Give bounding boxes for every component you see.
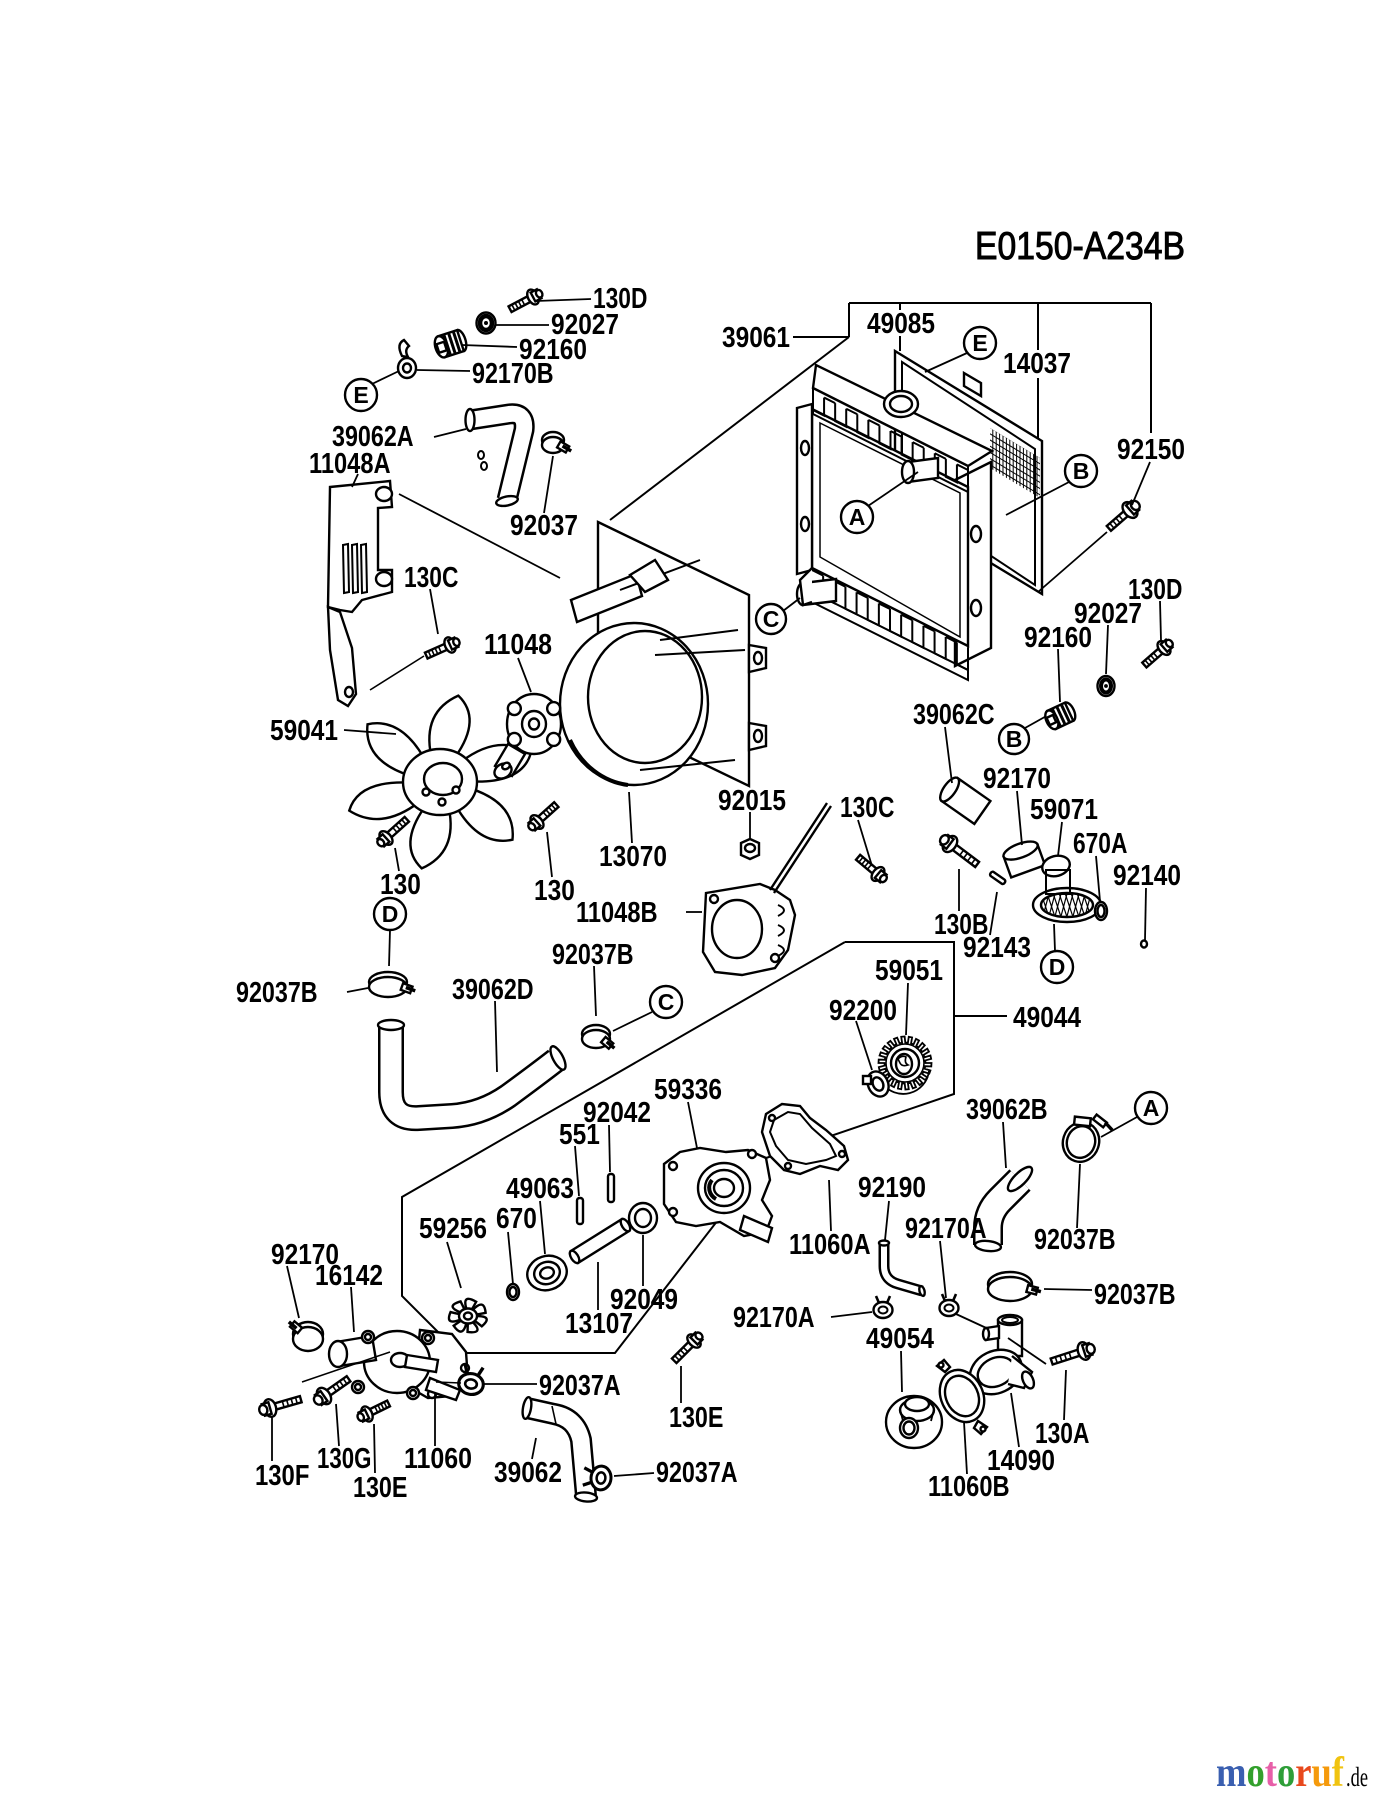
svg-text:130D: 130D [593,283,647,315]
svg-text:130E: 130E [669,1402,723,1434]
svg-text:130: 130 [380,869,421,901]
svg-text:39062: 39062 [494,1457,562,1489]
svg-text:92160: 92160 [519,334,587,366]
svg-text:B: B [1073,458,1090,484]
svg-text:92190: 92190 [858,1172,926,1204]
svg-text:13070: 13070 [599,841,667,873]
svg-text:92170A: 92170A [905,1213,987,1245]
svg-text:92037: 92037 [510,510,578,542]
svg-text:D: D [382,901,399,927]
svg-text:59051: 59051 [875,955,943,987]
svg-text:14090: 14090 [987,1445,1055,1477]
svg-text:92170: 92170 [983,763,1051,795]
svg-text:39062D: 39062D [452,974,534,1006]
svg-text:670A: 670A [1073,828,1127,860]
svg-text:130C: 130C [404,562,458,594]
svg-text:11060: 11060 [404,1443,472,1475]
svg-text:130G: 130G [317,1443,371,1475]
svg-text:130C: 130C [840,792,894,824]
svg-text:92143: 92143 [963,932,1031,964]
svg-text:59071: 59071 [1030,794,1098,826]
svg-text:92037A: 92037A [656,1457,738,1489]
svg-text:39061: 39061 [722,322,790,354]
svg-text:E: E [353,382,368,408]
svg-text:16142: 16142 [315,1260,383,1292]
svg-text:92150: 92150 [1117,434,1185,466]
svg-text:92015: 92015 [718,785,786,817]
svg-text:130D: 130D [1128,574,1182,606]
svg-text:11048: 11048 [484,629,552,661]
svg-text:.de: .de [1346,1762,1368,1792]
svg-text:49054: 49054 [866,1323,934,1355]
svg-text:92170B: 92170B [472,358,554,390]
svg-text:E: E [972,330,987,356]
svg-text:A: A [849,504,866,530]
svg-text:A: A [1143,1095,1160,1121]
svg-text:92027: 92027 [1074,598,1142,630]
svg-text:motoruf: motoruf [1216,1750,1345,1796]
svg-text:11060A: 11060A [789,1229,871,1261]
svg-text:59256: 59256 [419,1213,487,1245]
svg-text:11060B: 11060B [928,1471,1010,1503]
svg-text:49044: 49044 [1013,1002,1081,1034]
svg-text:39062B: 39062B [966,1094,1048,1126]
svg-text:92042: 92042 [583,1097,651,1129]
svg-text:130B: 130B [934,909,988,941]
svg-text:49063: 49063 [506,1173,574,1205]
svg-text:39062C: 39062C [913,699,995,731]
svg-text:92049: 92049 [610,1284,678,1316]
svg-text:92200: 92200 [829,995,897,1027]
svg-text:130F: 130F [255,1460,309,1492]
svg-text:C: C [763,606,780,632]
svg-text:92037B: 92037B [552,939,634,971]
svg-text:92027: 92027 [551,309,619,341]
svg-text:92170: 92170 [271,1239,339,1271]
svg-text:49085: 49085 [867,308,935,340]
svg-text:59041: 59041 [270,715,338,747]
svg-text:130E: 130E [353,1472,407,1504]
svg-text:130A: 130A [1035,1418,1089,1450]
svg-text:13107: 13107 [565,1308,633,1340]
svg-text:B: B [1006,726,1023,752]
svg-text:11048B: 11048B [576,897,658,929]
svg-text:11048A: 11048A [309,448,391,480]
svg-text:670: 670 [496,1203,537,1235]
svg-text:D: D [1049,954,1066,980]
svg-text:92170A: 92170A [733,1302,815,1334]
svg-text:92037B: 92037B [1094,1279,1176,1311]
svg-text:C: C [658,989,675,1015]
svg-text:E0150-A234B: E0150-A234B [975,225,1185,268]
svg-text:39062A: 39062A [332,421,414,453]
svg-text:130: 130 [534,875,575,907]
svg-text:92140: 92140 [1113,860,1181,892]
svg-text:92037A: 92037A [539,1370,621,1402]
svg-text:59336: 59336 [654,1074,722,1106]
svg-text:92037B: 92037B [1034,1224,1116,1256]
svg-text:92037B: 92037B [236,977,318,1009]
svg-text:92160: 92160 [1024,622,1092,654]
svg-text:551: 551 [559,1119,600,1151]
svg-text:14037: 14037 [1003,348,1071,380]
